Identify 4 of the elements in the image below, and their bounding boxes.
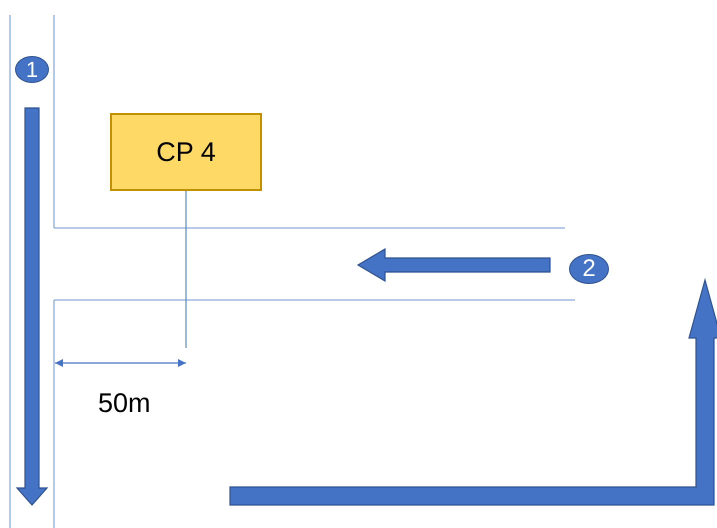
callout-number: 1 (15, 56, 49, 83)
dimension-label: 50m (98, 388, 151, 419)
checkpoint-box: CP 4 (110, 113, 262, 191)
callout-number: 2 (569, 254, 609, 284)
